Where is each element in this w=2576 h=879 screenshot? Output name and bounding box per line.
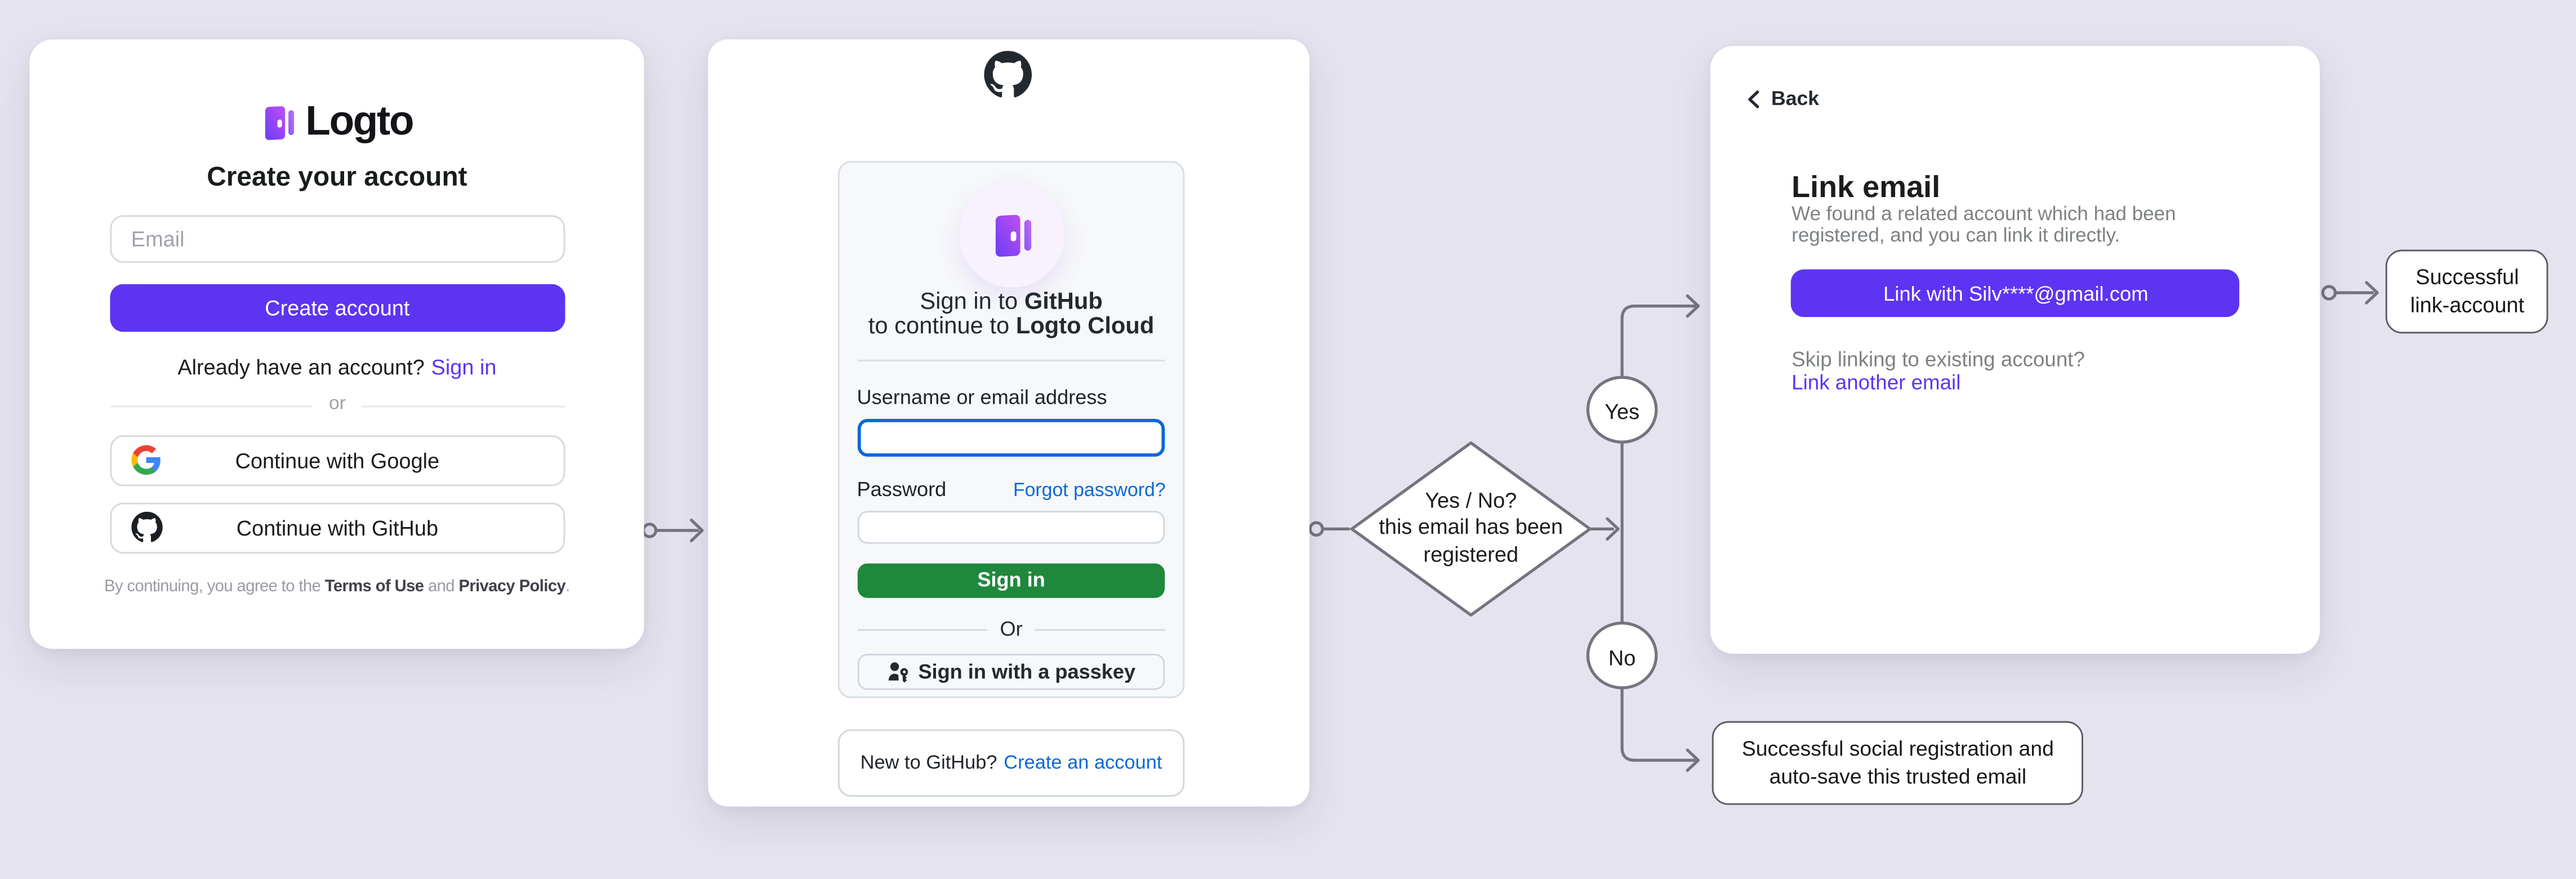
new-to-github-prompt: New to GitHub? — [860, 751, 997, 775]
username-input[interactable] — [857, 418, 1166, 458]
logto-signup-card: Logto Create your account Create account… — [29, 39, 645, 649]
continue-with-github-button[interactable]: Continue with GitHub — [109, 502, 565, 554]
google-icon — [131, 445, 161, 476]
forgot-password-link[interactable]: Forgot password? — [1013, 480, 1166, 502]
no-node-label: No — [1608, 645, 1636, 670]
password-label: Password — [857, 479, 947, 502]
signin-heading-line1: Sign in to GitHub — [920, 289, 1103, 316]
new-to-github-box: New to GitHub? Create an account — [837, 729, 1186, 797]
back-chevron-icon — [1746, 90, 1761, 108]
google-button-label: Continue with Google — [235, 448, 440, 473]
panel-divider — [857, 360, 1166, 363]
privacy-policy-link[interactable]: Privacy Policy — [458, 578, 566, 596]
decision-label: Yes / No? this email has been registered — [1347, 487, 1594, 570]
continue-with-google-button[interactable]: Continue with Google — [109, 435, 565, 486]
arrowhead-into-social-box — [1686, 748, 1700, 772]
signin-link[interactable]: Sign in — [431, 354, 497, 379]
github-signin-button[interactable]: Sign in — [857, 563, 1166, 599]
back-button[interactable]: Back — [1746, 87, 1819, 110]
password-row: Password Forgot password? — [857, 479, 1166, 502]
connector-start-circle-signup — [641, 523, 658, 538]
terms-of-use-link[interactable]: Terms of Use — [324, 578, 424, 596]
github-or-divider: Or — [857, 618, 1166, 641]
password-input[interactable] — [857, 510, 1166, 544]
skip-linking-prompt: Skip linking to existing account? — [1791, 349, 2085, 372]
passkey-button-label: Sign in with a passkey — [918, 660, 1136, 684]
github-signin-card: Sign in to GitHub to continue to Logto C… — [707, 39, 1309, 807]
github-icon — [131, 512, 163, 543]
outcome-social-registration-box: Successful social registration and auto-… — [1712, 721, 2083, 805]
connector-line-no-branch — [1620, 686, 1697, 762]
arrowhead-into-link-card — [1686, 294, 1700, 318]
divider-line — [857, 628, 987, 631]
email-input[interactable] — [109, 215, 565, 264]
github-signin-panel: Sign in to GitHub to continue to Logto C… — [837, 160, 1186, 698]
outcome-link-account-box: Successful link-account — [2386, 249, 2549, 334]
divider-label: Or — [1000, 618, 1023, 641]
create-account-button[interactable]: Create account — [109, 284, 565, 332]
terms-prefix: By continuing, you agree to the — [104, 578, 325, 596]
signin-heading-line2: to continue to Logto Cloud — [868, 314, 1155, 341]
passkey-icon — [887, 661, 910, 684]
terms-note: By continuing, you agree to the Terms of… — [29, 578, 645, 596]
logto-wordmark: Logto — [305, 97, 414, 144]
github-logo-icon — [708, 51, 1309, 99]
divider-line — [362, 405, 565, 407]
signup-title: Create your account — [207, 162, 467, 193]
arrowhead-into-link-account-box — [2365, 281, 2379, 305]
terms-suffix: . — [565, 578, 570, 596]
link-email-title: Link email — [1791, 168, 1941, 203]
yes-node-label: Yes — [1605, 399, 1640, 424]
arrowhead-into-github-card — [689, 518, 704, 542]
logto-door-icon — [261, 101, 296, 142]
link-email-card: Back Link email We found a related accou… — [1710, 46, 2320, 654]
logto-door-icon — [995, 215, 1031, 258]
logto-app-avatar — [959, 182, 1064, 288]
signin-prompt-row: Already have an account?Sign in — [29, 354, 645, 379]
back-label: Back — [1771, 87, 1820, 110]
github-button-label: Continue with GitHub — [236, 515, 439, 541]
decision-line2: this email has been — [1379, 514, 1563, 539]
signin-with-passkey-button[interactable]: Sign in with a passkey — [857, 654, 1166, 690]
decision-line1: Yes / No? — [1425, 487, 1517, 512]
or-divider: or — [109, 394, 565, 416]
arrowhead-into-junction — [1606, 517, 1620, 541]
terms-and: and — [424, 578, 459, 596]
signin-prompt: Already have an account? — [177, 354, 425, 379]
link-email-description: We found a related account which had bee… — [1791, 201, 2176, 247]
github-signin-heading: Sign in to GitHub to continue to Logto C… — [839, 291, 1183, 341]
divider-line — [109, 405, 313, 407]
link-with-email-button[interactable]: Link with Silv****@gmail.com — [1791, 270, 2240, 317]
logto-logo: Logto — [29, 98, 645, 144]
link-another-email-link[interactable]: Link another email — [1791, 372, 1961, 395]
connector-start-circle-link-card — [2321, 285, 2337, 301]
username-label: Username or email address — [857, 386, 1107, 410]
divider-label: or — [328, 394, 346, 414]
connector-start-circle-github — [1308, 521, 1324, 537]
divider-line — [1036, 628, 1166, 631]
decision-line3: registered — [1423, 542, 1519, 567]
create-an-account-link[interactable]: Create an account — [1004, 751, 1162, 775]
connector-line-yes-branch — [1620, 304, 1697, 379]
